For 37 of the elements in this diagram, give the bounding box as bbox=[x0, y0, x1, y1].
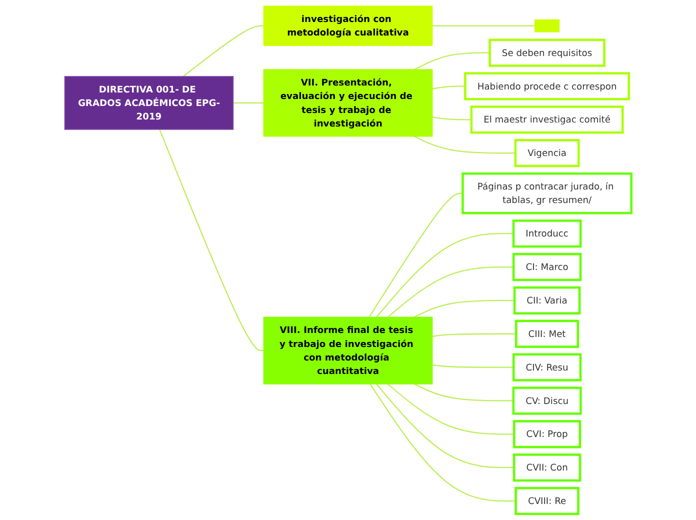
node-box: CIV: Resu bbox=[512, 353, 582, 382]
connector bbox=[432, 364, 514, 368]
connector bbox=[387, 266, 514, 318]
node-box bbox=[534, 19, 560, 32]
node-box: Habiendo procede c correspon bbox=[464, 72, 630, 100]
connector bbox=[387, 384, 514, 435]
node-box: CV: Discu bbox=[512, 386, 582, 415]
node-box: CI: Marco bbox=[512, 252, 582, 282]
node-box: CIII: Met bbox=[515, 320, 580, 348]
node-box: CVIII: Re bbox=[514, 486, 580, 516]
node-box: CII: Varia bbox=[513, 286, 581, 314]
connector bbox=[368, 192, 463, 318]
node-box: VII. Presentación, evaluación y ejecución de tesis y trabajo de investigación bbox=[263, 69, 433, 137]
connector bbox=[432, 116, 472, 120]
connector bbox=[432, 333, 516, 337]
node-box: Introducc bbox=[512, 220, 582, 248]
connector bbox=[233, 102, 264, 104]
node-box: El maestr investigac comité bbox=[470, 106, 624, 134]
connector bbox=[414, 384, 514, 402]
node-box: CVI: Prop bbox=[512, 420, 582, 448]
connector bbox=[432, 25, 535, 26]
connector bbox=[414, 52, 490, 70]
connector bbox=[432, 86, 466, 90]
connector bbox=[182, 25, 264, 77]
node-box: DIRECTIVA 001- DE GRADOS ACADÉMICOS EPG-2019 bbox=[64, 76, 234, 130]
node-box: CVII: Con bbox=[512, 454, 582, 482]
node-box: Páginas p contracar jurado, ín tablas, gr resumen/ bbox=[462, 172, 632, 214]
connector bbox=[414, 300, 515, 318]
connector bbox=[376, 233, 514, 318]
node-box: VIII. Informe final de tesis y trabajo de investigación con metodología cuantitativa bbox=[263, 316, 433, 384]
connector bbox=[159, 129, 264, 352]
node-box: Vigencia bbox=[514, 139, 580, 168]
connector bbox=[376, 384, 514, 468]
connector bbox=[414, 136, 516, 154]
node-box: Se deben requisitos bbox=[488, 38, 606, 67]
node-box: investigación con metodología cualitativa bbox=[263, 6, 433, 46]
connector bbox=[370, 384, 516, 502]
